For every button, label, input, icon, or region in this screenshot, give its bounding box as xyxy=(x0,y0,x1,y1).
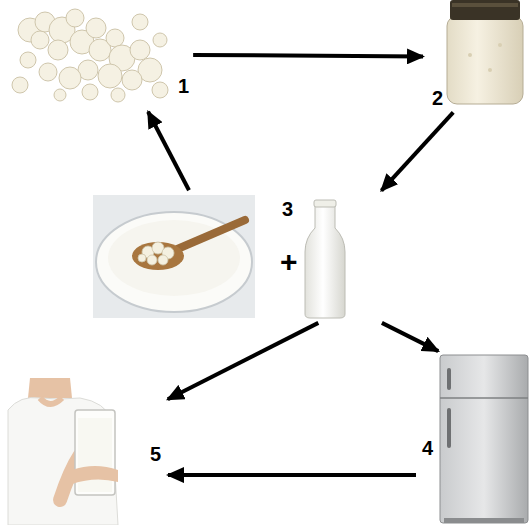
jar xyxy=(447,0,523,104)
text-slot: 1 xyxy=(178,75,189,97)
fridge-picture: 4 xyxy=(418,352,528,524)
arrow xyxy=(382,323,438,351)
arrow xyxy=(168,323,319,399)
fridge xyxy=(440,355,528,523)
woman-drinking xyxy=(8,378,118,525)
woman-picture: 5 xyxy=(6,375,166,523)
kefir-bowl xyxy=(93,195,255,318)
text-slot: + xyxy=(280,246,298,278)
callout-number: + xyxy=(280,246,298,278)
kefir-grains xyxy=(12,9,168,102)
callout-number: 5 xyxy=(150,443,161,465)
text-slot: 2 xyxy=(432,87,443,109)
arrow xyxy=(381,112,453,190)
callout-number: 3 xyxy=(282,198,293,220)
arrow xyxy=(168,473,416,477)
text-slot: 3 xyxy=(282,198,293,220)
arrow xyxy=(148,112,189,190)
callout-number: 2 xyxy=(432,87,443,109)
bowl-and-bottle-picture: 3+ xyxy=(90,192,390,322)
arrow xyxy=(193,55,423,57)
milk-bottle xyxy=(305,200,345,318)
jar-picture: 2 xyxy=(425,2,527,111)
grains-picture: 1 xyxy=(8,2,191,110)
text-slot: 4 xyxy=(422,437,433,459)
callout-number: 4 xyxy=(422,437,433,459)
callout-number: 1 xyxy=(178,75,189,97)
text-slot: 5 xyxy=(150,443,161,465)
